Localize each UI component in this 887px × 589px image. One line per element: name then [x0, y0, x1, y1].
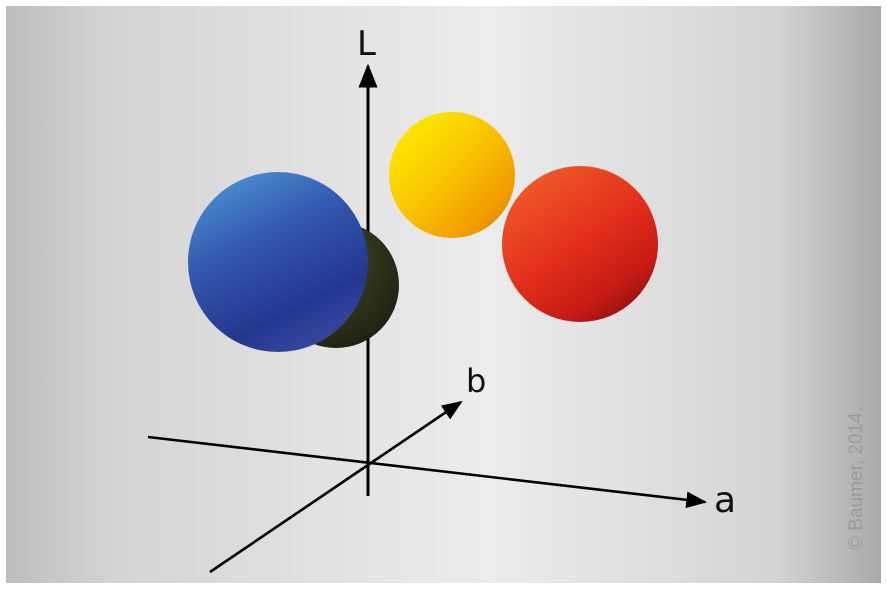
sphere-yellow — [389, 112, 515, 238]
sphere-red — [502, 166, 658, 322]
background-panel — [6, 6, 881, 583]
b-axis — [209, 400, 463, 574]
a-axis — [147, 435, 708, 509]
sphere-blue — [188, 172, 368, 352]
l-axis-label: L — [357, 24, 376, 64]
copyright-text: © Baumer, 2014. — [846, 407, 867, 550]
b-axis-label: b — [466, 362, 486, 400]
a-axis-label: a — [714, 480, 736, 521]
